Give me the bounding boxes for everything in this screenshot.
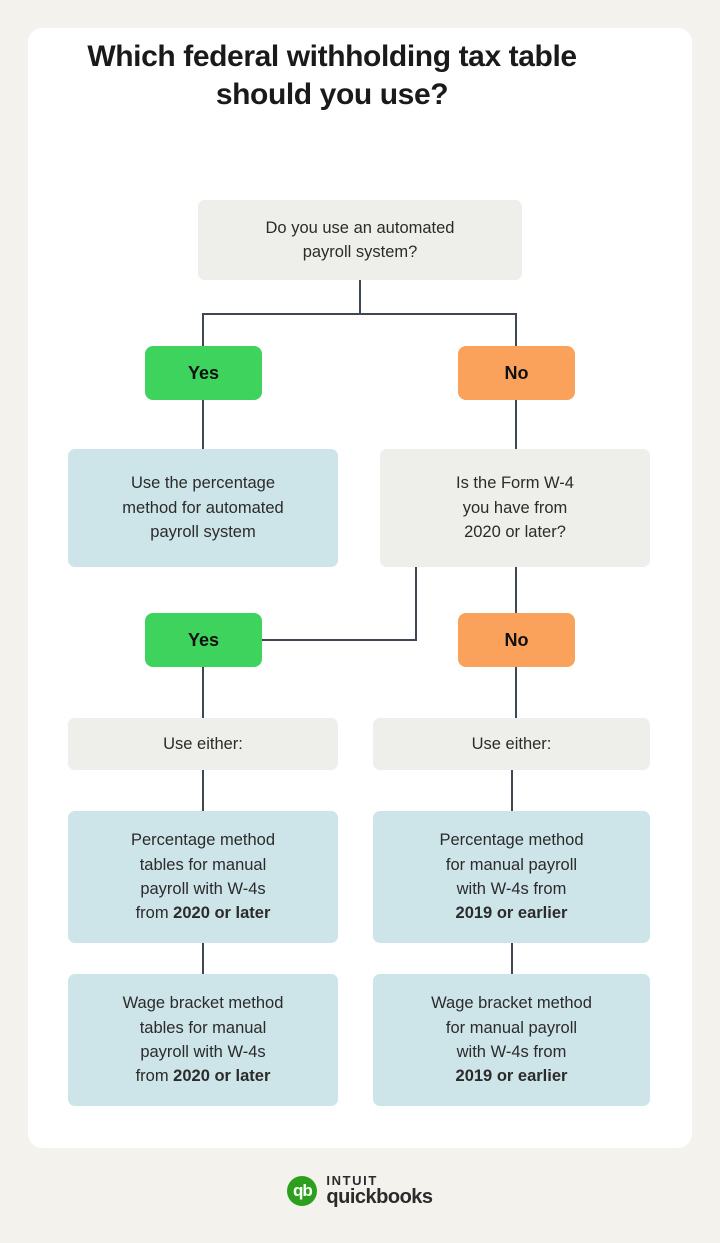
use-either-header-right: Use either: <box>373 718 650 770</box>
brand-wordmark: INTUIT quickbooks <box>326 1173 433 1209</box>
option-percentage-2019-text: Percentage method for manual payroll wit… <box>439 831 584 923</box>
connector-w4-yes-elbow <box>262 639 417 641</box>
page-title: Which federal withholding tax table shou… <box>87 40 577 111</box>
connector-root-split <box>202 313 517 315</box>
option-wage-bracket-2020: Wage bracket method tables for manual pa… <box>68 974 338 1106</box>
option-percentage-2020: Percentage method tables for manual payr… <box>68 811 338 943</box>
result-percentage-automated-text: Use the percentage method for automated … <box>122 474 284 542</box>
connector-no1-down <box>515 400 517 449</box>
question-form-w4-year-text: Is the Form W-4 you have from 2020 or la… <box>456 474 574 542</box>
brand-quickbooks-text: quickbooks <box>326 1186 433 1209</box>
connector-no2-down <box>515 667 517 719</box>
question-automated-payroll-text: Do you use an automated payroll system? <box>265 218 455 261</box>
option-percentage-2020-text: Percentage method tables for manual payr… <box>130 831 275 923</box>
result-percentage-automated: Use the percentage method for automated … <box>68 449 338 567</box>
answer-yes-2[interactable]: Yes <box>145 613 262 667</box>
connector-w4-yes-stem <box>415 567 417 640</box>
connector-right-header-down <box>511 770 513 812</box>
option-wage-bracket-2019-text: Wage bracket method for manual payroll w… <box>431 994 592 1086</box>
quickbooks-logo: qb INTUIT quickbooks <box>0 1174 720 1208</box>
quickbooks-qb-icon: qb <box>287 1175 318 1206</box>
connector-left-opt1-down <box>202 943 204 975</box>
answer-no-1[interactable]: No <box>458 346 575 400</box>
brand-intuit-text: INTUIT <box>326 1173 378 1188</box>
option-percentage-2019: Percentage method for manual payroll wit… <box>373 811 650 943</box>
connector-root-stem <box>359 280 361 314</box>
answer-no-2[interactable]: No <box>458 613 575 667</box>
option-wage-bracket-2019: Wage bracket method for manual payroll w… <box>373 974 650 1106</box>
connector-w4-no-stem <box>515 567 517 614</box>
answer-yes-1[interactable]: Yes <box>145 346 262 400</box>
connector-yes2-down <box>202 667 204 719</box>
connector-to-yes-1 <box>202 313 204 348</box>
connector-right-opt1-down <box>511 943 513 975</box>
option-wage-bracket-2020-text: Wage bracket method tables for manual pa… <box>122 994 284 1086</box>
connector-left-header-down <box>202 770 204 812</box>
connector-yes1-down <box>202 400 204 449</box>
question-box-automated-payroll: Do you use an automated payroll system? <box>198 200 522 280</box>
connector-to-no-1 <box>515 313 517 348</box>
use-either-header-left: Use either: <box>68 718 338 770</box>
question-box-form-w4-year: Is the Form W-4 you have from 2020 or la… <box>380 449 650 567</box>
